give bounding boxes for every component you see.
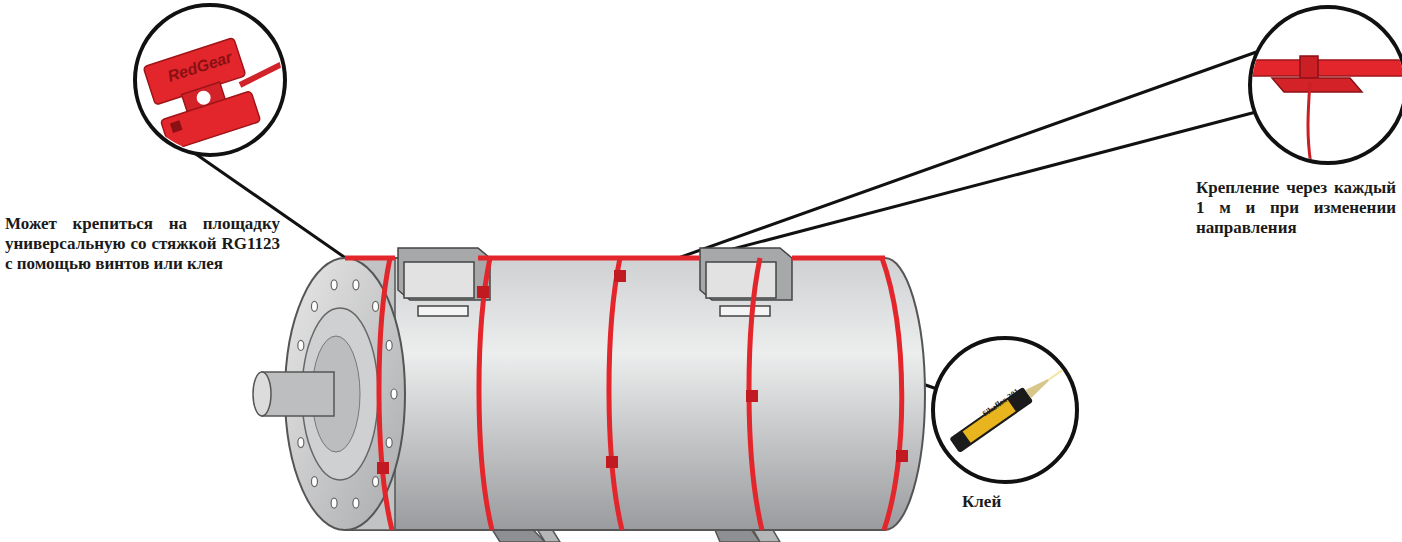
mounting-pad: [143, 38, 300, 151]
cable-clips: [377, 270, 908, 474]
glue-tube: [949, 358, 1074, 453]
heating-cable: [345, 258, 902, 530]
glue-label: Клей: [962, 492, 1042, 512]
cable-fixing: [1240, 56, 1402, 170]
mounting-note: Может крепиться на площадку универсальну…: [5, 214, 280, 274]
motor: [253, 248, 925, 542]
fixing-note: Крепление через каждый 1 м и при изменен…: [1196, 178, 1396, 238]
